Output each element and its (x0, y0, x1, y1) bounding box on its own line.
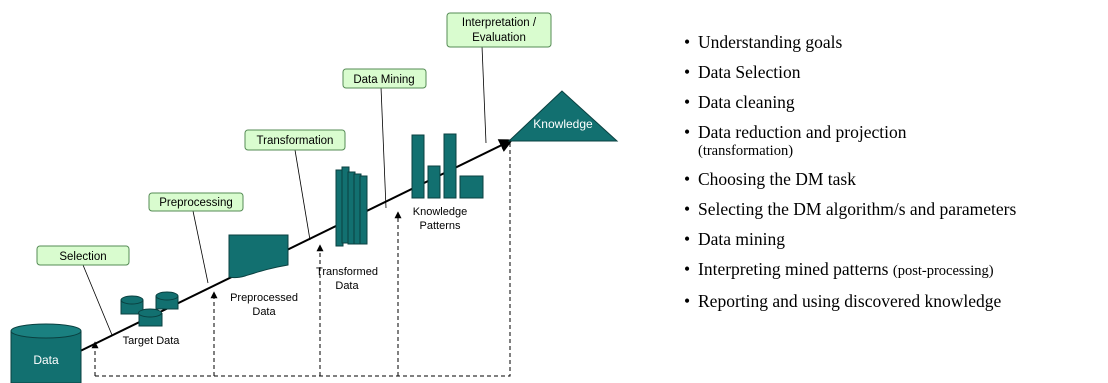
list-item-note: (post-processing) (892, 263, 994, 279)
target-data-cylinders (120, 291, 179, 327)
list-item-text: Data mining (698, 229, 785, 249)
list-item-text: Choosing the DM task (698, 169, 856, 189)
data-cylinder: Data (10, 323, 82, 383)
feedback-loop (91, 139, 515, 377)
transformed-label-2: Data (335, 280, 359, 292)
list-item-text: Data Selection (698, 62, 801, 82)
step-selection-box: Selection (36, 245, 130, 266)
transformed-data-stack (335, 166, 368, 247)
list-item: Reporting and using discovered knowledge (684, 291, 1016, 312)
list-item-text: Understanding goals (698, 32, 843, 52)
list-item-text: Selecting the DM algorithm/s and paramet… (698, 199, 1017, 219)
list-item-text: Data cleaning (698, 92, 795, 112)
step-interpretation-box: Interpretation / Evaluation (446, 12, 552, 48)
list-item: Data mining (684, 229, 1016, 250)
kdd-steps-list: Understanding goals Data Selection Data … (684, 32, 1016, 321)
patterns-label-2: Patterns (420, 220, 461, 232)
data-label: Data (33, 353, 59, 367)
list-item: Selecting the DM algorithm/s and paramet… (684, 199, 1016, 220)
step-selection-label: Selection (59, 251, 106, 263)
list-item-text: Interpreting mined patterns (698, 259, 889, 279)
list-item: Data Selection (684, 62, 1016, 83)
preprocessed-label-1: Preprocessed (230, 292, 298, 304)
knowledge-label: Knowledge (533, 117, 593, 131)
step-data-mining-box: Data Mining (342, 68, 427, 89)
list-item: Data cleaning (684, 92, 1016, 113)
step-transformation-box: Transformation (244, 129, 346, 151)
knowledge-patterns-bars (411, 133, 484, 199)
knowledge-triangle (507, 90, 619, 142)
step-transformation-label: Transformation (257, 135, 334, 147)
step-preprocessing-box: Preprocessing (148, 192, 244, 212)
list-item-text: Reporting and using discovered knowledge (698, 291, 1002, 311)
list-item: Understanding goals (684, 32, 1016, 53)
list-item: Interpreting mined patterns (post-proces… (684, 259, 1016, 282)
list-item: Choosing the DM task (684, 169, 1016, 190)
step-data-mining-label: Data Mining (353, 74, 414, 86)
step-interpretation-label: Interpretation / (462, 17, 537, 29)
list-item-text: Data reduction and projection (698, 122, 907, 142)
patterns-label-1: Knowledge (413, 206, 467, 218)
target-data-label: Target Data (123, 335, 181, 347)
step-evaluation-label: Evaluation (472, 32, 526, 44)
preprocessed-label-2: Data (252, 306, 276, 318)
step-preprocessing-label: Preprocessing (159, 197, 233, 209)
transformed-label-1: Transformed (316, 266, 378, 278)
list-item: Data reduction and projection(transforma… (684, 122, 1016, 160)
list-item-subtext: (transformation) (698, 143, 794, 159)
preprocessed-data-shape (228, 234, 289, 279)
callout-lines (82, 45, 487, 336)
